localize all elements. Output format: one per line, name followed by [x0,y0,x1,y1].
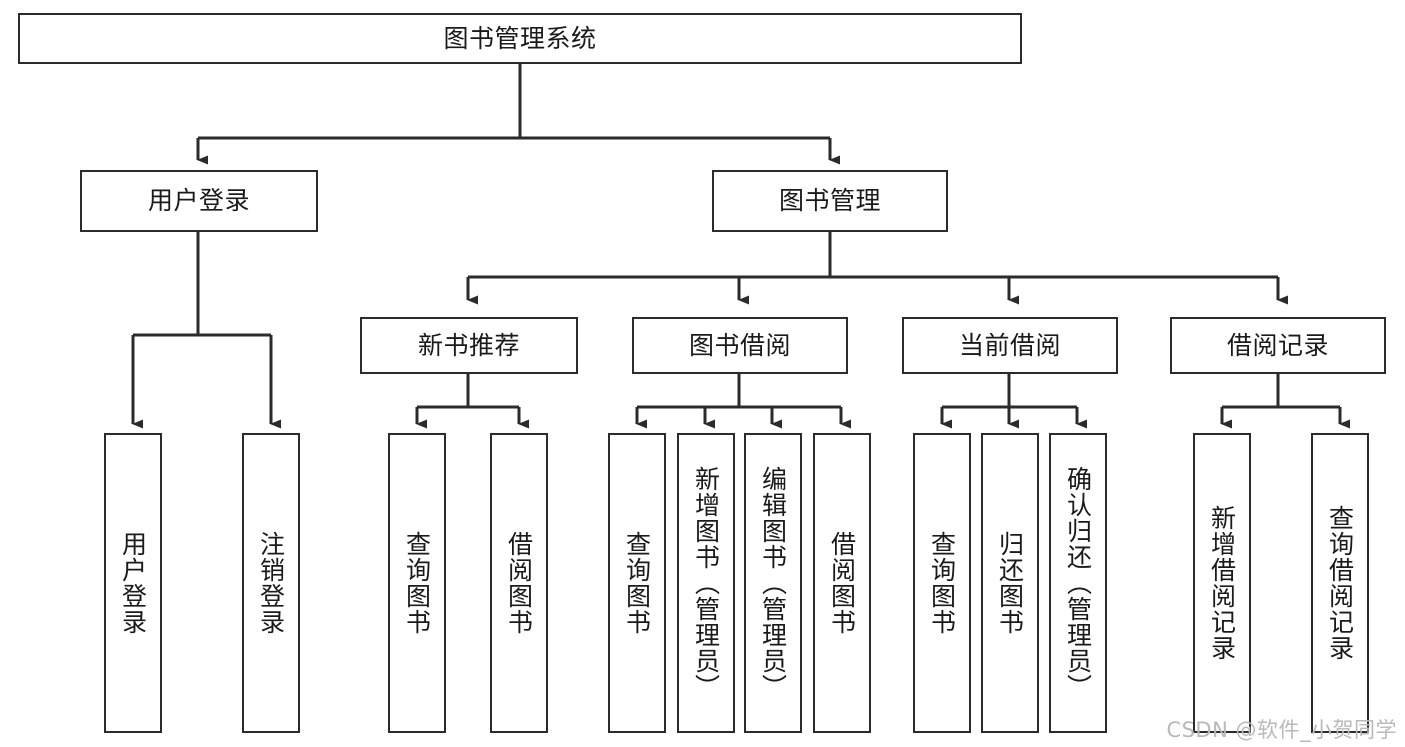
node-root-book-management-system[interactable]: 图书管理系统 [18,13,1022,64]
node-label: 用户登录 [147,186,250,215]
node-book-management[interactable]: 图书管理 [712,170,948,232]
leaf-borrow-book-recommend[interactable]: 借阅图书 [490,433,548,733]
leaf-confirm-return[interactable]: 确认归还（管理员） [1049,433,1107,733]
leaf-user-login[interactable]: 用户登录 [104,433,162,733]
node-new-book-recommend[interactable]: 新书推荐 [360,317,578,374]
node-label: 确认归还（管理员） [1063,466,1093,700]
node-label: 图书管理 [778,186,881,215]
node-label: 新书推荐 [417,330,520,360]
leaf-logout[interactable]: 注销登录 [242,433,300,733]
node-user-login[interactable]: 用户登录 [80,170,318,232]
node-label: 当前借阅 [958,330,1061,360]
node-label: 新增图书（管理员） [691,466,721,700]
node-label: 图书借阅 [688,330,791,360]
node-label: 用户登录 [118,531,148,635]
node-label: 新增借阅记录 [1207,505,1237,661]
node-label: 查询图书 [622,531,652,635]
node-label: 查询图书 [927,531,957,635]
leaf-return-book[interactable]: 归还图书 [981,433,1039,733]
leaf-add-borrow-record[interactable]: 新增借阅记录 [1193,433,1251,733]
leaf-query-book-current[interactable]: 查询图书 [913,433,971,733]
node-label: 图书管理系统 [443,23,597,53]
leaf-query-book-borrow[interactable]: 查询图书 [608,433,666,733]
node-label: 编辑图书（管理员） [758,466,788,700]
node-label: 借阅记录 [1226,330,1329,360]
node-book-borrow[interactable]: 图书借阅 [632,317,848,374]
leaf-query-borrow-record[interactable]: 查询借阅记录 [1311,433,1369,733]
node-label: 归还图书 [995,531,1025,635]
node-label: 借阅图书 [827,531,857,635]
csdn-watermark: CSDN @软件_小贺同学 [1166,718,1397,742]
leaf-query-book-recommend[interactable]: 查询图书 [388,433,446,733]
node-label: 借阅图书 [504,531,534,635]
node-label: 注销登录 [256,531,286,635]
node-label: 查询图书 [402,531,432,635]
leaf-edit-book[interactable]: 编辑图书（管理员） [744,433,802,733]
leaf-add-book[interactable]: 新增图书（管理员） [677,433,735,733]
node-borrow-record[interactable]: 借阅记录 [1170,317,1386,374]
leaf-borrow-book[interactable]: 借阅图书 [813,433,871,733]
node-label: 查询借阅记录 [1325,505,1355,661]
node-current-borrow[interactable]: 当前借阅 [902,317,1118,374]
